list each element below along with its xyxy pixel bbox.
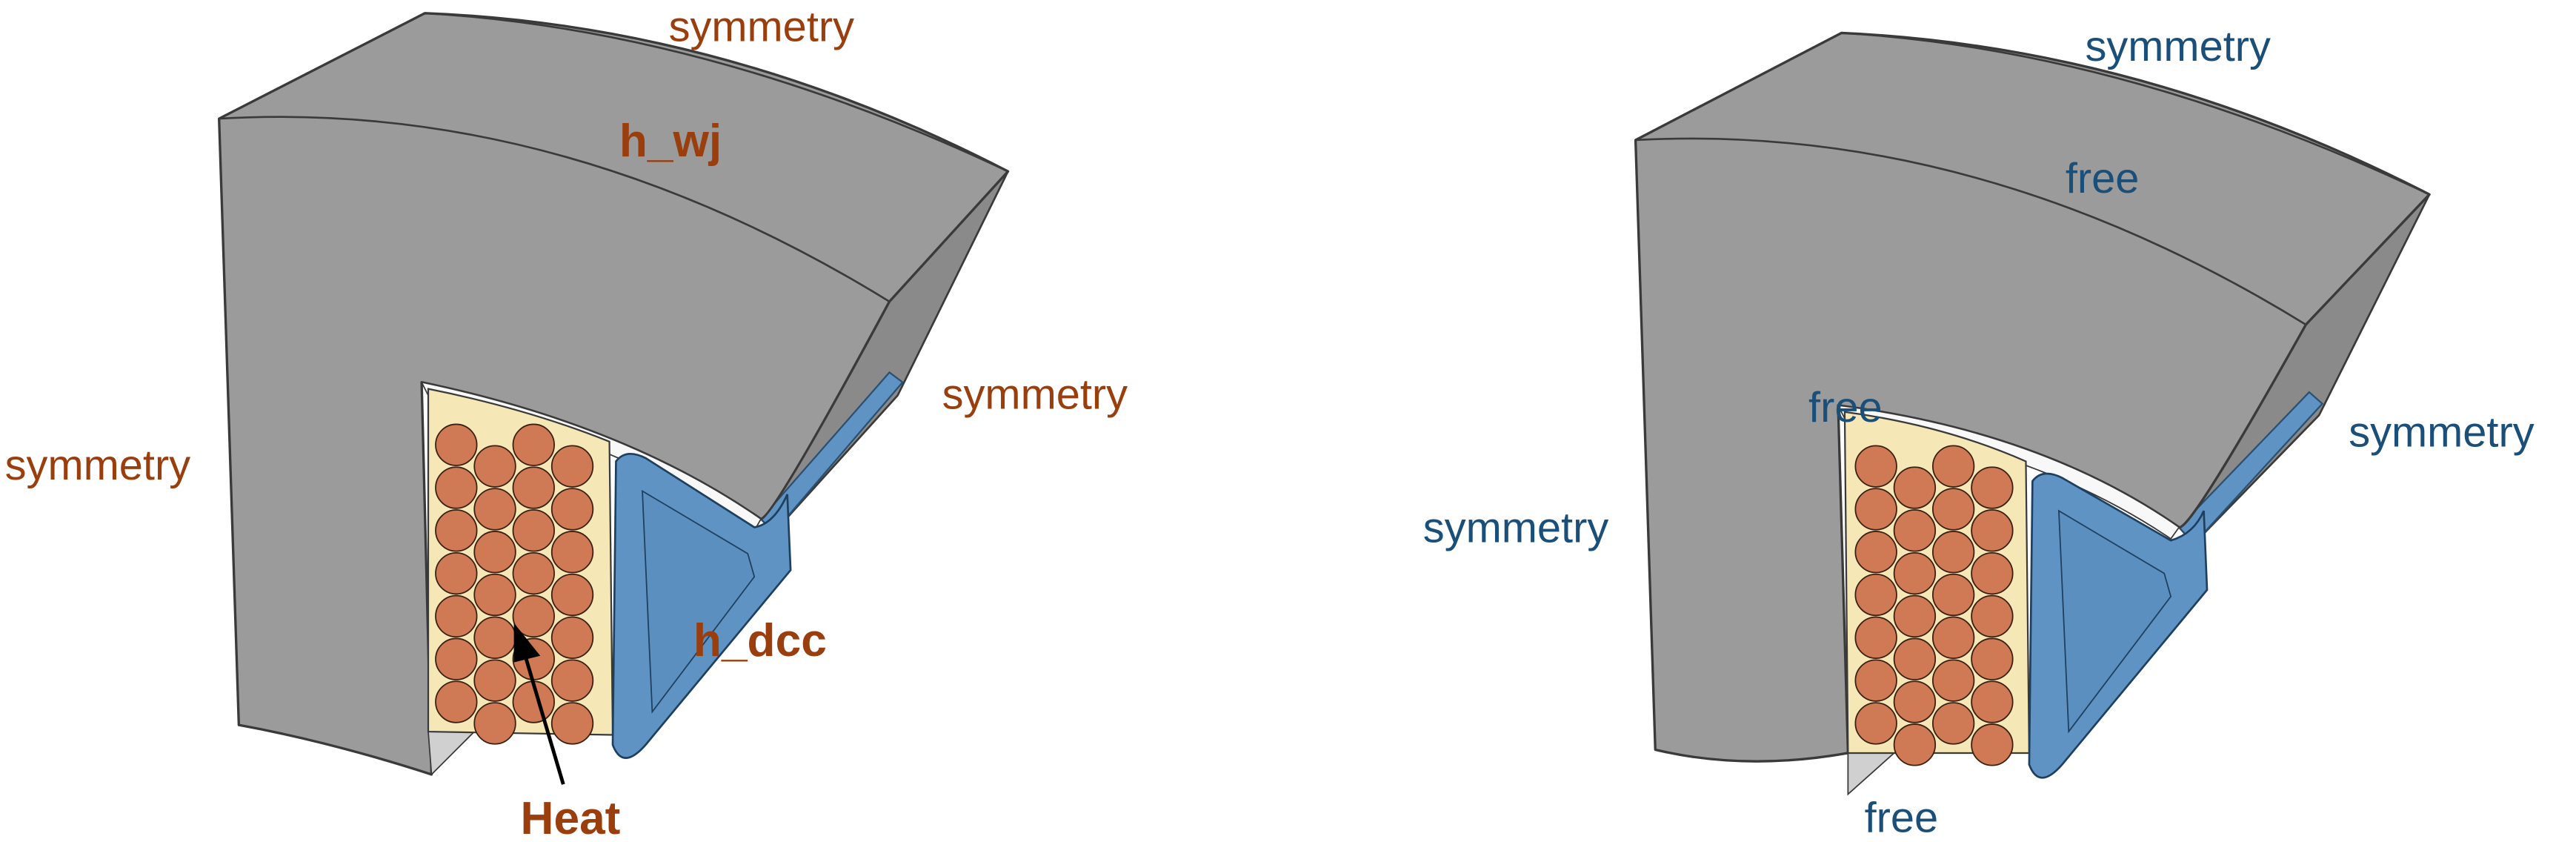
copper-conductor [473,616,516,660]
left-label-heat: Heat [521,793,621,842]
copper-conductor [1971,723,2014,766]
copper-conductor [1971,509,2014,552]
copper-conductor [550,573,594,617]
right-label-left-symmetry: symmetry [1423,504,1609,551]
right-label-bottom-free: free [1865,795,1939,842]
copper-conductor [1893,637,1937,680]
copper-conductor [1893,594,1937,638]
copper-conductor [550,445,594,488]
copper-conductor [473,659,516,702]
copper-conductor [435,680,478,723]
copper-conductor [473,445,516,488]
right-stator-model [1634,31,2431,796]
copper-conductor [1854,488,1897,531]
copper-conductor [1854,616,1897,660]
copper-conductor [1854,573,1897,617]
copper-conductor [1854,445,1897,488]
right-copper-conductors [1854,445,2014,766]
copper-conductor [473,702,516,745]
copper-conductor [1971,466,2014,509]
right-slot-floor [1847,752,1896,796]
right-label-slot-free: free [1808,384,1883,431]
copper-conductor [512,466,555,509]
copper-conductor [550,616,594,660]
left-copper-conductors [435,423,594,745]
copper-conductor [1931,531,1975,574]
copper-conductor [1971,594,2014,638]
copper-conductor [550,659,594,702]
left-label-top-symmetry: symmetry [669,4,855,51]
left-stator-body [218,12,1010,776]
copper-conductor [473,488,516,531]
left-label-h-dcc: h_dcc [693,615,827,666]
copper-conductor [435,423,478,466]
copper-conductor [512,551,555,595]
copper-conductor [512,423,555,466]
copper-conductor [1893,723,1937,766]
left-label-right-symmetry: symmetry [942,371,1128,418]
copper-conductor [1931,659,1975,702]
copper-conductor [1971,637,2014,680]
copper-conductor [1931,702,1975,745]
left-top-face-edge [219,116,891,302]
left-label-left-symmetry: symmetry [5,442,191,489]
right-label-top-symmetry: symmetry [2086,23,2272,70]
copper-conductor [512,509,555,552]
copper-conductor [550,488,594,531]
copper-conductor [435,509,478,552]
copper-conductor [1893,551,1937,595]
right-stator-body [1634,31,2431,763]
copper-conductor [512,594,555,638]
copper-conductor [473,573,516,617]
copper-conductor [1931,616,1975,660]
heat-arrow [513,623,565,785]
copper-conductor [1893,680,1937,723]
copper-conductor [1854,659,1897,702]
copper-conductor [1971,551,2014,595]
copper-conductor [1854,531,1897,574]
copper-conductor [550,531,594,574]
copper-conductor [1854,702,1897,745]
copper-conductor [1931,488,1975,531]
left-stator-model [218,12,1010,776]
copper-conductor [1931,445,1975,488]
copper-conductor [473,531,516,574]
copper-conductor [1893,466,1937,509]
left-slot-floor [427,731,476,776]
copper-conductor [1931,573,1975,617]
copper-conductor [435,637,478,680]
copper-conductor [435,551,478,595]
right-label-right-symmetry: symmetry [2349,408,2535,456]
right-label-top-free: free [2066,155,2140,202]
copper-conductor [1971,680,2014,723]
copper-conductor [435,594,478,638]
copper-conductor [1893,509,1937,552]
copper-conductor [550,702,594,745]
left-label-h-wj: h_wj [619,116,722,167]
copper-conductor [435,466,478,509]
